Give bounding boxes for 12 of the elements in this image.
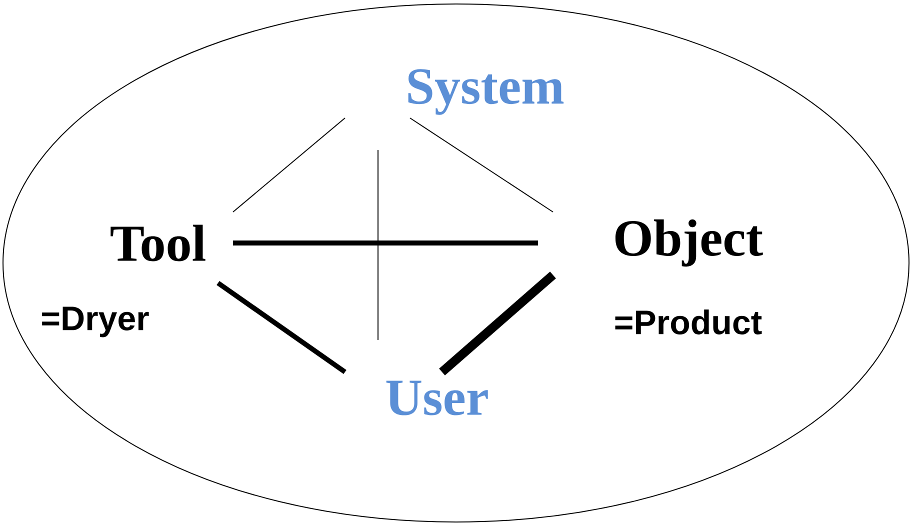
node-label: Object [615, 219, 763, 267]
connector-line [216, 280, 346, 374]
connector-line [232, 118, 346, 212]
node-label: System [408, 69, 564, 115]
ellipse-outline [2, 4, 910, 522]
node-label: User [386, 380, 488, 416]
node-label: Tool [110, 224, 206, 262]
connector-line [233, 240, 538, 246]
beside-label: =Dryer [42, 306, 149, 338]
connector-line [410, 118, 554, 212]
connector-line [439, 272, 556, 376]
beside-label: =Product [615, 310, 762, 334]
